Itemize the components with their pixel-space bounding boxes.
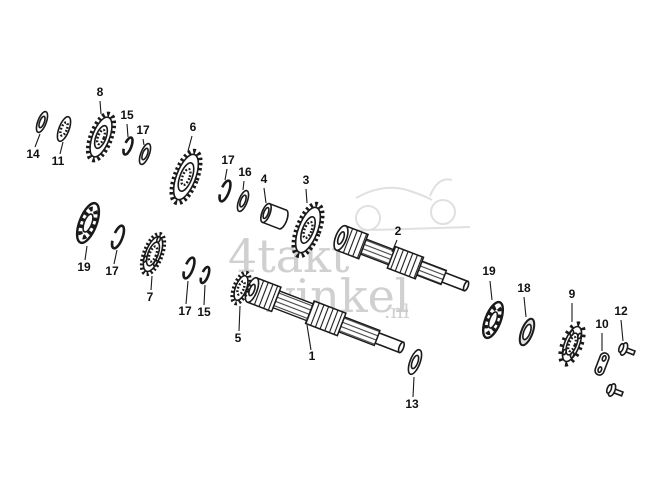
callout-13: 13 — [405, 397, 419, 411]
callout-15b: 15 — [197, 305, 211, 319]
callout-11: 11 — [52, 154, 65, 168]
callout-5: 5 — [235, 331, 242, 345]
callout-18: 18 — [517, 281, 531, 295]
callout-16: 16 — [238, 165, 252, 179]
callout-3: 3 — [303, 173, 310, 187]
callout-15a: 15 — [120, 108, 134, 122]
part-6-gear — [169, 148, 203, 206]
part-15-circlip-a — [122, 136, 134, 156]
part-3-gear — [291, 201, 325, 259]
part-17-washer-a — [138, 142, 152, 166]
callout-17c: 17 — [105, 264, 119, 278]
part-16-thrust-washer — [236, 189, 250, 213]
callout-7: 7 — [147, 290, 154, 304]
callout-1: 1 — [309, 349, 316, 363]
part-5-gear-small — [230, 270, 252, 306]
callouts: 14 11 8 15 17 6 17 16 4 3 2 19 17 7 17 1… — [26, 85, 628, 411]
part-8-gear — [85, 111, 117, 163]
callout-2: 2 — [395, 224, 402, 238]
part-2-output-shaft — [333, 224, 470, 292]
moped-sketch-watermark — [337, 178, 471, 232]
part-15-circlip-b — [199, 265, 211, 285]
callout-17d: 17 — [178, 304, 192, 318]
part-9-sprocket — [558, 321, 586, 367]
part-1-mainshaft — [244, 276, 406, 354]
part-12-bolt-a — [617, 342, 637, 356]
part-14-washer — [35, 110, 49, 134]
part-17-circlip-b — [218, 179, 232, 203]
callout-6: 6 — [190, 120, 197, 134]
callout-8: 8 — [97, 85, 104, 99]
part-17-circlip-d — [182, 256, 196, 280]
part-4-bushing — [260, 202, 289, 230]
part-19-bearing-right — [481, 300, 505, 340]
part-13-washer — [407, 348, 423, 376]
watermark: 4takt winkel .nl — [228, 178, 471, 323]
watermark-suffix: .nl — [384, 299, 410, 323]
callout-19b: 19 — [482, 264, 496, 278]
callout-12: 12 — [614, 304, 628, 318]
callout-17b: 17 — [221, 153, 235, 167]
callout-9: 9 — [569, 287, 576, 301]
watermark-word1: 4takt — [228, 229, 350, 283]
part-19-bearing-left — [75, 201, 101, 245]
part-11-spline-washer — [56, 115, 72, 143]
part-10-retainer-plate — [594, 352, 610, 376]
callout-10: 10 — [595, 317, 609, 331]
part-18-oil-seal — [518, 317, 536, 347]
callout-19a: 19 — [77, 260, 91, 274]
callout-4: 4 — [261, 172, 268, 186]
part-17-circlip-c — [110, 224, 126, 250]
callout-17a: 17 — [136, 123, 150, 137]
part-7-gear-hub — [139, 231, 167, 277]
part-12-bolt-b — [605, 383, 625, 397]
callout-14: 14 — [26, 147, 40, 161]
